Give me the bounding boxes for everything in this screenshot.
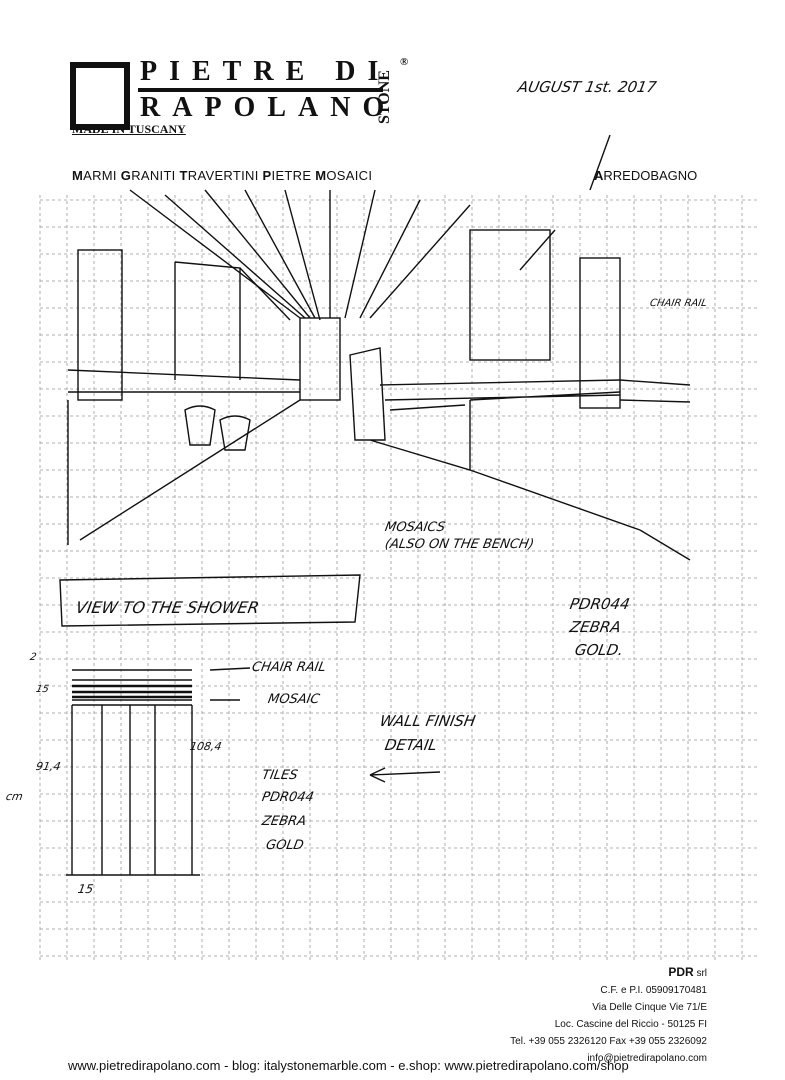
detail-wall-finish-2: DETAIL xyxy=(383,736,439,754)
note-tile-code: PDR044 xyxy=(568,595,632,613)
company-locality: Loc. Cascine del Riccio - 50125 FI xyxy=(554,1019,707,1030)
detail-tiles-code: PDR044 xyxy=(260,790,316,805)
category-list: MARMI GRANITI TRAVERTINI PIETRE MOSAICI xyxy=(72,168,372,183)
category-arredobagno: ARREDOBAGNO xyxy=(594,168,698,183)
graph-paper-grid xyxy=(39,195,760,960)
category: MARMI xyxy=(72,168,117,183)
brand-line-1: PIETRE DI xyxy=(140,56,391,87)
note-mosaics-bench: (ALSO ON THE BENCH) xyxy=(383,537,536,552)
dim-width: 15 xyxy=(76,882,95,896)
company-vat: C.F. e P.I. 05909170481 xyxy=(600,985,707,996)
sketch-date: AUGUST 1st. 2017 xyxy=(516,78,658,96)
detail-title: VIEW TO THE SHOWER xyxy=(74,598,261,617)
detail-chair-rail: CHAIR RAIL xyxy=(250,660,328,675)
detail-tiles-name: ZEBRA xyxy=(260,814,308,829)
registered-mark: ® xyxy=(400,56,409,68)
detail-wall-finish: WALL FINISH xyxy=(378,712,477,730)
detail-mosaic: MOSAIC xyxy=(266,692,321,707)
category: TRAVERTINI xyxy=(179,168,259,183)
company-suffix: srl xyxy=(696,968,707,979)
company-name: PDR xyxy=(668,965,694,979)
dim-height: 91,4 xyxy=(34,760,62,773)
note-chair-rail: CHAIR RAIL xyxy=(649,298,708,309)
detail-tiles-color: GOLD xyxy=(264,838,305,853)
logo-square xyxy=(70,62,130,130)
category: GRANITI xyxy=(120,168,176,183)
brand-line-2: RAPOLANO xyxy=(140,92,397,123)
brand-stone: STONE xyxy=(376,70,393,124)
note-tile-color: GOLD. xyxy=(573,641,625,659)
dim-mosaic: 15 xyxy=(35,684,50,695)
category: PIETRE xyxy=(262,168,312,183)
dim-unit: cm xyxy=(4,790,24,803)
company-email: info@pietredirapolano.com xyxy=(587,1053,707,1064)
company-info: PDR srl C.F. e P.I. 05909170481 Via Dell… xyxy=(510,964,707,1067)
tagline: MADE IN TUSCANY xyxy=(72,122,186,136)
detail-tiles: TILES xyxy=(260,768,299,783)
perspective-sketch xyxy=(59,134,691,876)
note-tile-name: ZEBRA xyxy=(568,618,623,636)
category: MOSAICI xyxy=(315,168,373,183)
dim-total: 108,4 xyxy=(188,740,223,753)
logo-rule xyxy=(138,88,383,92)
note-mosaics: MOSAICS xyxy=(383,520,447,535)
company-address: Via Delle Cinque Vie 71/E xyxy=(592,1002,707,1013)
company-phone-fax: Tel. +39 055 2326120 Fax +39 055 2326092 xyxy=(510,1036,707,1047)
footer-links: www.pietredirapolano.com - blog: italyst… xyxy=(68,1058,629,1073)
